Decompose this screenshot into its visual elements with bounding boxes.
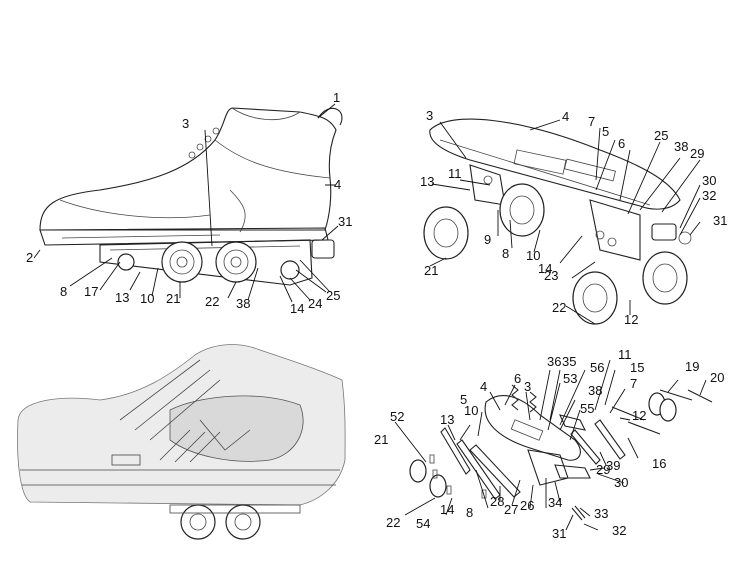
label-38: 38 — [236, 296, 250, 311]
label-22: 22 — [386, 515, 400, 530]
label-14: 14 — [290, 301, 304, 316]
label-6: 6 — [618, 136, 625, 151]
label-6: 6 — [514, 371, 521, 386]
label-8: 8 — [60, 284, 67, 299]
label-3: 3 — [182, 116, 189, 131]
label-8: 8 — [466, 505, 473, 520]
label-10: 10 — [140, 291, 154, 306]
label-5: 5 — [602, 124, 609, 139]
label-21: 21 — [424, 263, 438, 278]
label-1: 1 — [333, 90, 340, 105]
label-3: 3 — [524, 379, 531, 394]
label-30: 30 — [702, 173, 716, 188]
label-39: 39 — [606, 458, 620, 473]
label-11: 11 — [448, 166, 462, 181]
label-11: 11 — [618, 347, 632, 362]
label-16: 16 — [652, 456, 666, 471]
label-55: 55 — [580, 401, 594, 416]
label-22: 22 — [552, 300, 566, 315]
label-20: 20 — [710, 370, 724, 385]
label-30: 30 — [614, 475, 628, 490]
label-38: 38 — [674, 139, 688, 154]
label-2: 2 — [26, 250, 33, 265]
label-13: 13 — [115, 290, 129, 305]
label-7: 7 — [588, 114, 595, 129]
label-56: 56 — [590, 360, 604, 375]
label-22: 22 — [205, 294, 219, 309]
label-3: 3 — [426, 108, 433, 123]
side-view-figure: 1 2 3 4 31 8 17 13 10 21 22 38 14 24 25 — [26, 90, 352, 316]
label-52: 52 — [390, 409, 404, 424]
label-29: 29 — [690, 146, 704, 161]
label-10: 10 — [464, 403, 478, 418]
label-14: 14 — [440, 502, 454, 517]
label-9: 9 — [484, 232, 491, 247]
iso-view-figure: 3 4 7 5 6 25 38 29 11 13 30 32 31 9 8 10… — [420, 108, 727, 327]
label-23: 23 — [544, 268, 558, 283]
label-28: 28 — [490, 494, 504, 509]
label-21: 21 — [374, 432, 388, 447]
label-31: 31 — [552, 526, 566, 541]
label-12: 12 — [624, 312, 638, 327]
label-32: 32 — [702, 188, 716, 203]
label-13: 13 — [440, 412, 454, 427]
label-15: 15 — [630, 360, 644, 375]
label-13: 13 — [420, 174, 434, 189]
shoe-photo-figure — [17, 344, 346, 540]
label-4: 4 — [562, 109, 569, 124]
label-54: 54 — [416, 516, 430, 531]
label-7: 7 — [630, 376, 637, 391]
label-25: 25 — [654, 128, 668, 143]
label-25: 25 — [326, 288, 340, 303]
label-26: 26 — [520, 498, 534, 513]
label-35: 35 — [562, 354, 576, 369]
label-31: 31 — [338, 214, 352, 229]
label-33: 33 — [594, 506, 608, 521]
label-38: 38 — [588, 383, 602, 398]
label-32: 32 — [612, 523, 626, 538]
label-34: 34 — [548, 495, 562, 510]
label-27: 27 — [504, 502, 518, 517]
label-36: 36 — [547, 354, 561, 369]
label-10: 10 — [526, 248, 540, 263]
label-14: 14 — [538, 261, 552, 276]
label-19: 19 — [685, 359, 699, 374]
label-5: 5 — [460, 392, 467, 407]
label-24: 24 — [308, 296, 322, 311]
label-21: 21 — [166, 291, 180, 306]
label-8: 8 — [502, 246, 509, 261]
label-12: 12 — [632, 408, 646, 423]
label-31: 31 — [713, 213, 727, 228]
exploded-view-figure: 36 35 56 11 15 6 53 19 20 3 4 38 7 5 55 … — [374, 347, 724, 541]
label-4: 4 — [480, 379, 487, 394]
label-29: 29 — [596, 462, 610, 477]
label-53: 53 — [563, 371, 577, 386]
label-4: 4 — [334, 177, 341, 192]
label-17: 17 — [84, 284, 98, 299]
